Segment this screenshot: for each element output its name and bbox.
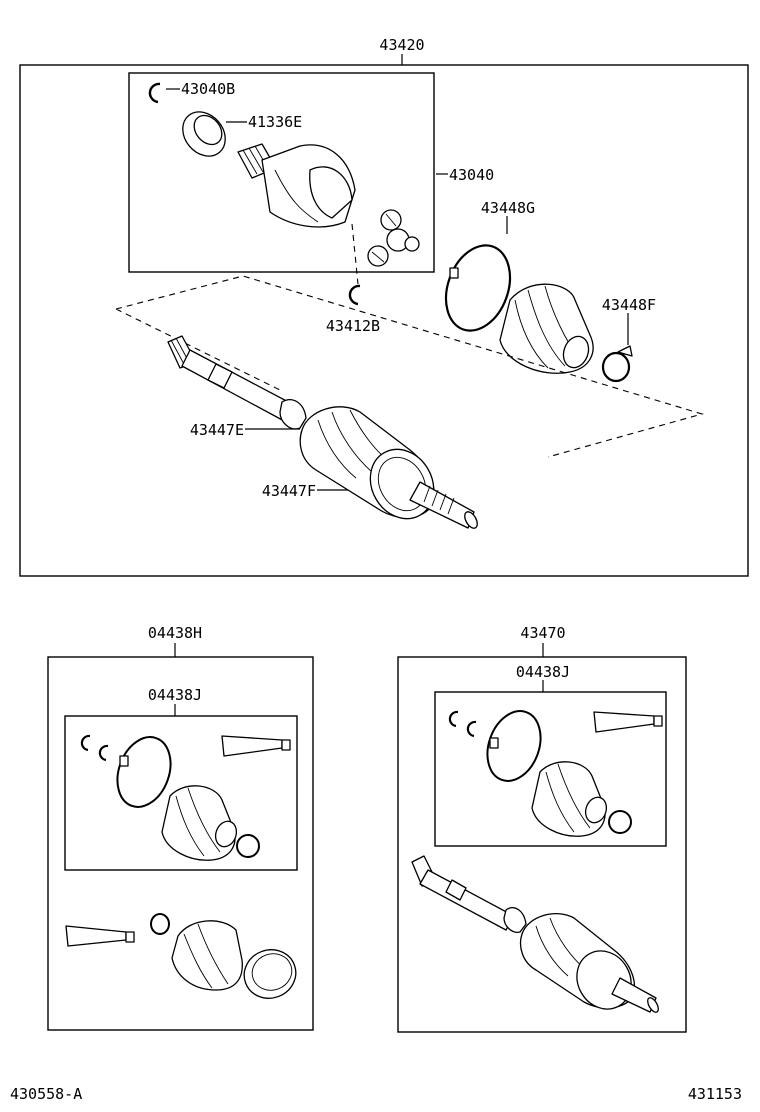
boot-clamp-43448g: 43448G <box>444 199 535 332</box>
kit-04438h-frame <box>47 656 314 1031</box>
seal-ring-41336e: 41336E <box>182 111 302 157</box>
label-43447f: 43447F <box>262 482 316 500</box>
assembly-43420: 43420 43040B 41336E 43040 <box>19 36 749 577</box>
inboard-boot <box>499 283 594 374</box>
footer-code-left: 430558-A <box>10 1085 82 1103</box>
label-43412b: 43412B <box>326 317 380 335</box>
tripod-rollers <box>367 209 420 267</box>
label-43447e: 43447E <box>190 421 244 439</box>
label-43040: 43040 <box>449 166 494 184</box>
label-04438j-left: 04438J <box>148 686 202 704</box>
label-43448g: 43448G <box>481 199 535 217</box>
label-43040b: 43040B <box>181 80 235 98</box>
snap-ring-43412b: 43412B <box>326 223 380 335</box>
label-43470: 43470 <box>520 624 565 642</box>
assembly-43470: 43470 04438J <box>397 624 687 1033</box>
outboard-joint: 43447E 43447F <box>190 406 478 529</box>
assembly-43420-frame <box>19 64 749 577</box>
label-43420: 43420 <box>379 36 424 54</box>
kit-04438h: 04438H 04438J <box>47 624 314 1031</box>
inboard-joint-frame <box>128 72 435 273</box>
drive-shaft <box>167 335 307 430</box>
boot-clamp-43448f: 43448F <box>601 296 656 383</box>
assembly-43470-frame <box>397 656 687 1033</box>
footer-code-right: 431153 <box>688 1085 742 1103</box>
kit-04438j-right-frame <box>434 691 667 847</box>
label-04438j-right: 04438J <box>516 663 570 681</box>
label-41336e: 41336E <box>248 113 302 131</box>
label-43448f: 43448F <box>602 296 656 314</box>
kit-04438j-left-frame <box>64 715 298 871</box>
inboard-joint-43040: 43040 <box>237 143 494 228</box>
snap-ring-43040b: 43040B <box>148 80 235 104</box>
label-04438h: 04438H <box>148 624 202 642</box>
